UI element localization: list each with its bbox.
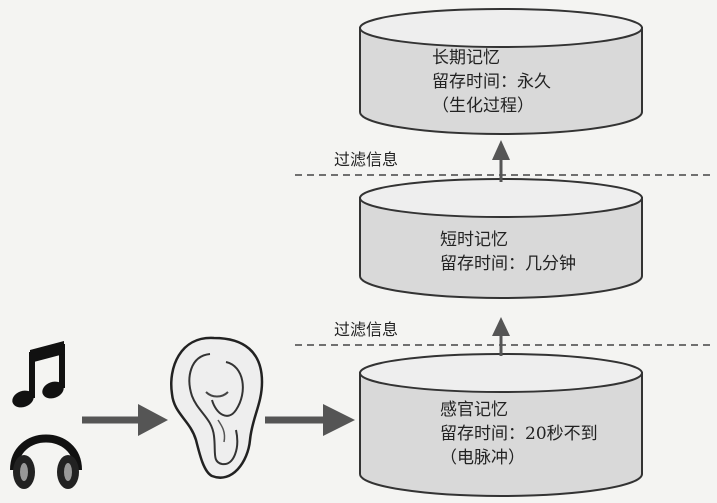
long-term-memory-cylinder bbox=[359, 8, 643, 135]
sensory-memory-title: 感官记忆 bbox=[440, 400, 508, 420]
sensory-memory-cylinder bbox=[359, 353, 643, 497]
short-term-memory-duration: 留存时间：几分钟 bbox=[440, 254, 576, 274]
headphones-icon bbox=[10, 434, 82, 489]
music-note-icon bbox=[12, 341, 65, 408]
arrow-ear-to-sensory bbox=[265, 404, 355, 436]
sensory-memory-text: 感官记忆 留存时间：20秒不到 （电脉冲） bbox=[440, 398, 598, 470]
short-term-memory-text: 短时记忆 留存时间：几分钟 bbox=[440, 228, 576, 276]
arrow-short-to-long bbox=[492, 140, 510, 182]
short-term-memory-title: 短时记忆 bbox=[440, 230, 508, 250]
ear-icon bbox=[170, 336, 264, 479]
short-term-memory-cylinder bbox=[359, 178, 643, 299]
long-term-memory-duration: 留存时间：永久 bbox=[432, 72, 551, 92]
arrow-sensory-to-short bbox=[492, 317, 510, 356]
long-term-memory-title: 长期记忆 bbox=[432, 48, 500, 68]
long-term-memory-note: （生化过程） bbox=[432, 96, 534, 116]
long-term-memory-text: 长期记忆 留存时间：永久 （生化过程） bbox=[432, 46, 551, 118]
arrow-input-to-ear bbox=[82, 404, 168, 436]
filter-label-lower: 过滤信息 bbox=[334, 320, 399, 339]
filter-label-upper: 过滤信息 bbox=[334, 150, 399, 169]
sensory-memory-note: （电脉冲） bbox=[440, 448, 525, 468]
sensory-memory-duration: 留存时间：20秒不到 bbox=[440, 424, 598, 444]
